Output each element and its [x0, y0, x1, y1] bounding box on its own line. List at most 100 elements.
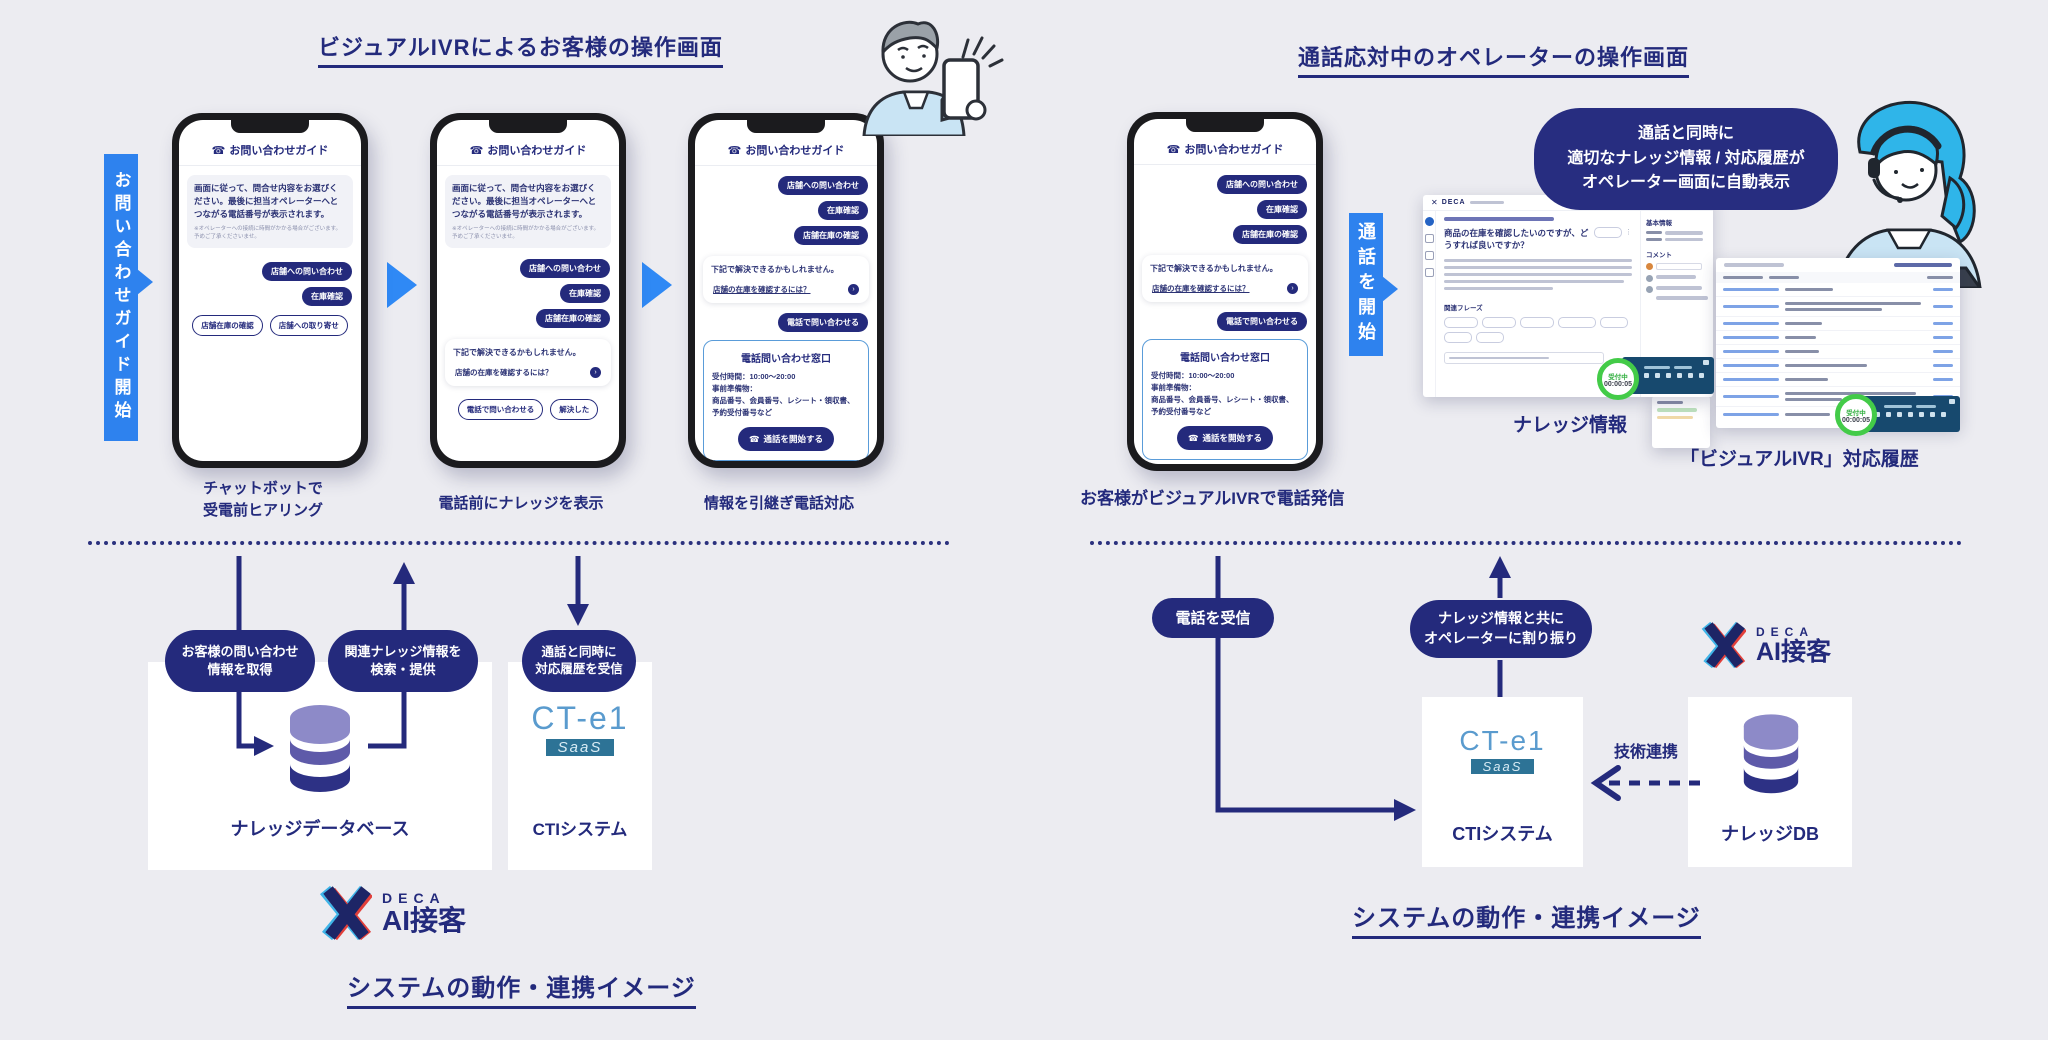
call-window-prep-label: 事前準備物：: [1151, 383, 1196, 392]
window-fragment: [1652, 396, 1710, 448]
comments-label: コメント: [1646, 252, 1672, 259]
flow-pill-search: 関連ナレッジ情報を検索・提供: [328, 630, 478, 692]
related-phrases-label: 関連フレーズ: [1444, 305, 1483, 313]
cti-system-box-left: [508, 662, 652, 870]
choice-store-inquiry[interactable]: 店舗への問い合わせ: [520, 259, 610, 279]
chat-intro-note: ※オペレーターへの接続に時間がかかる場合がございます。予めご了承くださいませ。: [194, 225, 342, 240]
question-title: 商品の在庫を確認したいのですが、どうすれば良いですか？: [1444, 227, 1589, 250]
avatar: [1646, 275, 1653, 282]
call-start-banner: 通話を開始: [1349, 213, 1398, 356]
chat-intro-bubble: 画面に従って、問合せ内容をお選びください。最後に担当オペレーターへとつながる電話…: [445, 175, 611, 249]
phone-mockup-4: ☎お問い合わせガイド 店舗への問い合わせ 在庫確認 店舗在庫の確認 下記で解決で…: [1127, 112, 1323, 471]
call-start-banner-label: 通話を開始: [1356, 222, 1376, 347]
suggestion-card: 下記で解決できるかもしれません。 店舗の在庫を確認するには？ ›: [703, 256, 869, 303]
faq-arrow-icon[interactable]: ›: [590, 367, 601, 379]
call-window-hours: 受付時間：10:00〜20:00: [1151, 371, 1235, 380]
start-guide-banner: お問い合わせガイド開始: [104, 154, 153, 441]
ai-sekkyaku-wordmark: AI接客: [1756, 637, 1832, 666]
phone-notch: [747, 120, 825, 133]
choice-store-stock[interactable]: 店舗在庫の確認: [1233, 225, 1307, 244]
knowledge-label: ナレッジ情報: [1512, 415, 1627, 436]
avatar: [1646, 263, 1653, 270]
input-skeleton: [1444, 352, 1604, 365]
call-window-card: 電話問い合わせ窓口 受付時間：10:00〜20:00 事前準備物： 商品番号、会…: [703, 340, 869, 461]
call-window-prep-items: 商品番号、会員番号、レシート・領収書、予約受付番号など: [1151, 395, 1294, 416]
faq-link[interactable]: 店舗の在庫を確認するには？: [1152, 284, 1250, 293]
database-icon: [1743, 714, 1799, 794]
phone2-screen: ☎お問い合わせガイド 画面に従って、問合せ内容をお選びください。最後に担当オペレ…: [437, 120, 619, 461]
choice-store-stock[interactable]: 店舗在庫の確認: [536, 309, 610, 329]
phone-notch: [1186, 119, 1264, 132]
start-call-button[interactable]: ☎通話を開始する: [737, 427, 835, 451]
phone-mockup-1: ☎お問い合わせガイド 画面に従って、問合せ内容をお選びください。最後に担当オペレ…: [172, 113, 368, 468]
faq-arrow-icon[interactable]: ›: [1287, 283, 1298, 294]
faq-link[interactable]: 店舗の在庫を確認するには？: [455, 368, 553, 378]
chat-header: ☎お問い合わせガイド: [695, 142, 877, 166]
choice-call[interactable]: 電話で問い合わせる: [778, 313, 868, 332]
right-system-title: システムの動作・連携イメージ: [1352, 898, 1701, 939]
step-arrow-icon: [387, 262, 417, 308]
knowledge-db-box: [148, 662, 492, 870]
history-label: 「ビジュアルIVR」対応履歴: [1680, 449, 1919, 470]
choice-stock-check[interactable]: 在庫確認: [302, 287, 352, 307]
phone3-screen: ☎お問い合わせガイド 店舗への問い合わせ 在庫確認 店舗在庫の確認 下記で解決で…: [695, 120, 877, 461]
nav-icon: [1424, 268, 1434, 277]
chat-intro-text: 画面に従って、問合せ内容をお選びください。最後に担当オペレーターへとつながる電話…: [194, 183, 339, 220]
cte1-saas-tag: SaaS: [1470, 759, 1535, 774]
faq-link[interactable]: 店舗の在庫を確認するには？: [713, 285, 811, 294]
phone-icon: ☎: [469, 145, 484, 157]
choice-store-inquiry[interactable]: 店舗への問い合わせ: [1217, 175, 1307, 194]
customer-illustration: [862, 20, 1004, 136]
phone4-caption: お客様がビジュアルIVRで電話発信: [1080, 489, 1345, 508]
phone-icon: ☎: [211, 145, 226, 157]
choice-store-stock[interactable]: 店舗在庫の確認: [192, 315, 263, 337]
suggestion-text: 下記で解決できるかもしれません。: [1150, 264, 1278, 273]
phone4-screen: ☎お問い合わせガイド 店舗への問い合わせ 在庫確認 店舗在庫の確認 下記で解決で…: [1134, 119, 1316, 464]
ai-sekkyaku-wordmark: AI接客: [382, 905, 467, 937]
choice-stock-check[interactable]: 在庫確認: [1257, 200, 1307, 219]
flow-pill-receive-call: 電話を受信: [1152, 598, 1274, 638]
choice-call[interactable]: 電話で問い合わせる: [1217, 312, 1307, 331]
choice-call[interactable]: 電話で問い合わせる: [457, 399, 544, 421]
basic-info-label: 基本情報: [1646, 220, 1672, 227]
cte1-logo: CT-e1 SaaS: [1422, 725, 1583, 774]
call-window-prep-label: 事前準備物：: [712, 384, 757, 393]
left-system-title: システムの動作・連携イメージ: [347, 968, 696, 1009]
cte1-logo: CT-e1 SaaS: [508, 700, 652, 756]
app-name: DECA: [1441, 199, 1466, 206]
auto-display-callout: 通話と同時に 適切なナレッジ情報 / 対応履歴が オペレーター画面に自動表示: [1534, 108, 1838, 210]
faq-arrow-icon[interactable]: ›: [848, 284, 859, 295]
cte1-name: CT-e1: [1459, 725, 1546, 756]
phone-mockup-3: ☎お問い合わせガイド 店舗への問い合わせ 在庫確認 店舗在庫の確認 下記で解決で…: [688, 113, 884, 468]
right-section-title: 通話応対中のオペレーターの操作画面: [1298, 40, 1690, 78]
start-call-button[interactable]: ☎通話を開始する: [1176, 426, 1274, 450]
chat-intro-note: ※オペレーターへの接続に時間がかかる場合がございます。予めご了承くださいませ。: [452, 225, 600, 240]
call-window-hours: 受付時間：10:00〜20:00: [712, 372, 796, 381]
more-icon: ⋮: [1625, 229, 1632, 236]
left-section-title: ビジュアルIVRによるお客様の操作画面: [318, 30, 723, 68]
divider-dotted-left: [88, 541, 950, 545]
deca-ai-logo: DECA AI接客: [1700, 620, 1831, 670]
edit-chip: [1594, 226, 1622, 238]
nav-icon: [1424, 217, 1434, 226]
call-timer-widget: 受付中 00:00:05: [1597, 358, 1639, 400]
choice-stock-check[interactable]: 在庫確認: [560, 284, 610, 304]
banner-arrow-icon: [1382, 275, 1398, 302]
choice-resolved[interactable]: 解決した: [550, 399, 599, 421]
phone-icon: ☎: [1187, 432, 1199, 443]
choice-backorder[interactable]: 店舗への取り寄せ: [269, 315, 348, 337]
deca-ai-logo: DECA AI接客: [318, 884, 466, 942]
choice-store-inquiry[interactable]: 店舗への問い合わせ: [262, 262, 352, 282]
choice-store-stock[interactable]: 店舗在庫の確認: [794, 226, 868, 245]
phone1-caption: チャットボットで 受電前ヒアリング: [202, 480, 323, 519]
call-window-title: 電話問い合わせ窓口: [1180, 353, 1270, 364]
choice-store-inquiry[interactable]: 店舗への問い合わせ: [778, 176, 868, 195]
call-window-prep-items: 商品番号、会員番号、レシート・領収書、予約受付番号など: [712, 396, 855, 417]
info-panel: 基本情報 コメント: [1640, 211, 1713, 397]
phone-notch: [231, 120, 309, 133]
tech-link-label: 技術連携: [1613, 744, 1678, 761]
chat-intro-bubble: 画面に従って、問合せ内容をお選びください。最後に担当オペレーターへとつながる電話…: [187, 175, 353, 249]
choice-stock-check[interactable]: 在庫確認: [818, 201, 868, 220]
flow-pill-assign: ナレッジ情報と共にオペレーターに割り振り: [1410, 600, 1592, 658]
